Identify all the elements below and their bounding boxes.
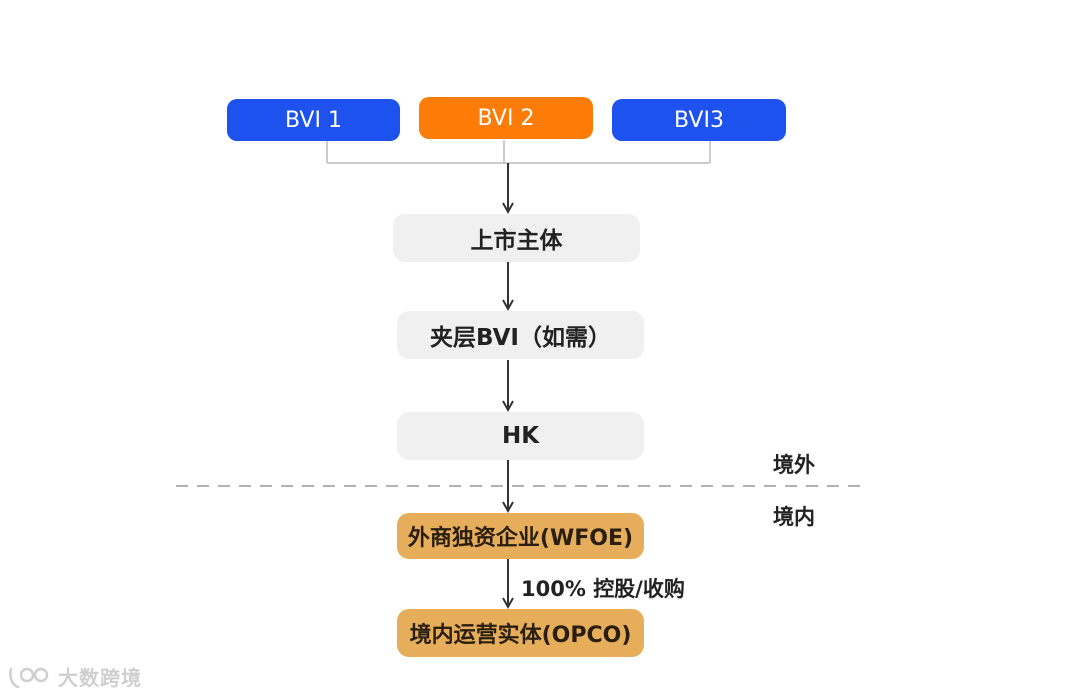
shareholder-bvi2-box: BVI 2 bbox=[419, 97, 593, 139]
listed-entity-label: 上市主体 bbox=[470, 228, 563, 254]
opco-box: 境内运营实体(OPCO) bbox=[397, 609, 644, 657]
listed-entity-box: 上市主体 bbox=[393, 214, 640, 262]
shareholder-bvi3-label: BVI3 bbox=[674, 107, 724, 133]
hk-box: HK bbox=[397, 412, 644, 460]
shareholder-bvi3-box: BVI3 bbox=[612, 99, 786, 141]
watermark-logo-icon bbox=[9, 667, 49, 688]
intermediate-bvi-label: 夹层BVI（如需） bbox=[430, 325, 611, 351]
shareholder-bvi1-box: BVI 1 bbox=[227, 99, 400, 141]
shareholder-bvi1-label: BVI 1 bbox=[285, 107, 342, 133]
hk-label: HK bbox=[501, 423, 540, 449]
shareholder-bvi2-label: BVI 2 bbox=[477, 105, 535, 131]
offshore-label: 境外 bbox=[773, 453, 815, 477]
relation-label: 100% 控股/收购 bbox=[521, 577, 685, 601]
intermediate-bvi-box: 夹层BVI（如需） bbox=[397, 311, 644, 359]
wfoe-box: 外商独资企业(WFOE) bbox=[397, 513, 644, 559]
watermark-text: 大数跨境 bbox=[58, 666, 142, 690]
watermark: 大数跨境 bbox=[8, 662, 142, 691]
wfoe-label: 外商独资企业(WFOE) bbox=[407, 526, 634, 551]
onshore-label: 境内 bbox=[773, 505, 815, 529]
opco-label: 境内运营实体(OPCO) bbox=[409, 623, 632, 648]
